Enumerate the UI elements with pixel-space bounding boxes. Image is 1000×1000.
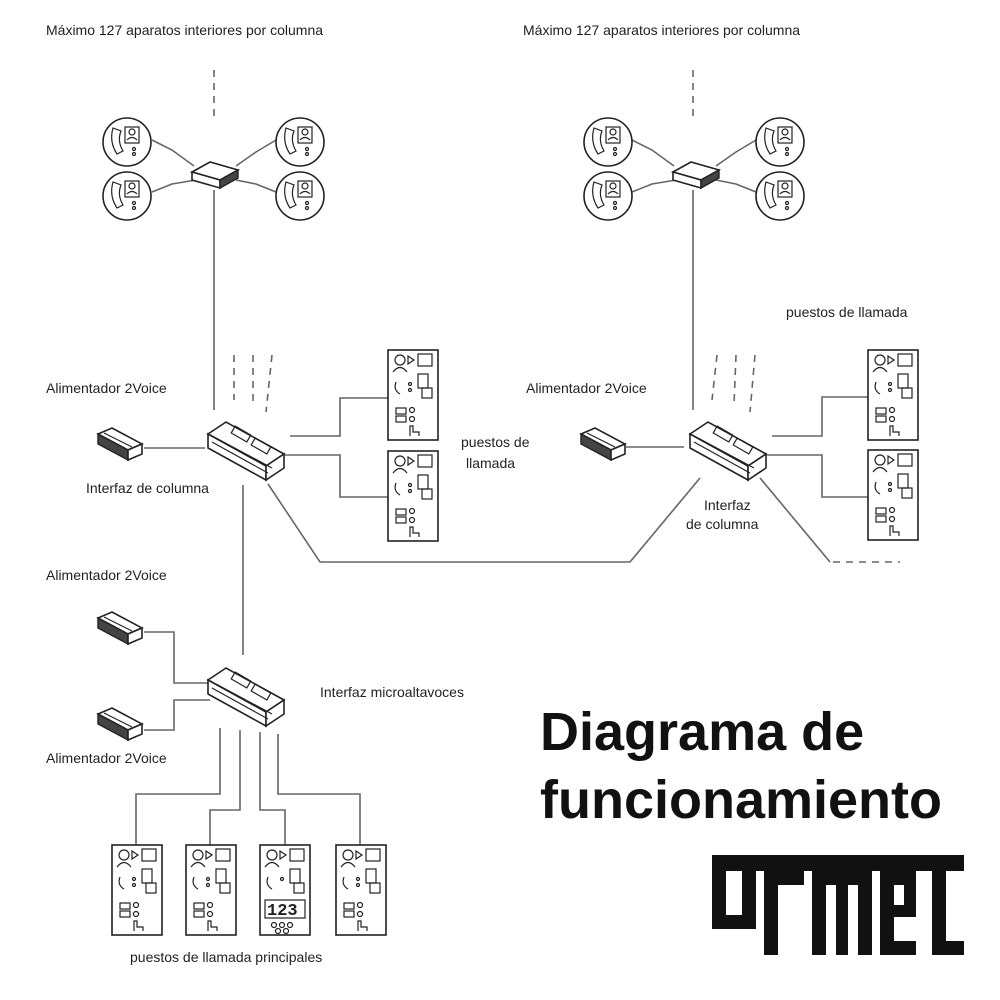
indoor-unit-handset-icon bbox=[275, 171, 325, 221]
title-line-1: Diagrama de bbox=[540, 702, 865, 762]
main-call-station-keypad-icon bbox=[259, 844, 311, 936]
label-max-right: Máximo 127 aparatos interiores por colum… bbox=[523, 22, 800, 38]
distributor-box-icon bbox=[191, 161, 239, 189]
indoor-unit-handset-icon bbox=[755, 171, 805, 221]
power-supply-icon bbox=[97, 611, 143, 645]
label-puestos-right: puestos de llamada bbox=[786, 304, 908, 320]
main-call-station-icon bbox=[335, 844, 387, 936]
wiring bbox=[135, 70, 900, 845]
call-station-panel-icon bbox=[867, 349, 919, 441]
column-interface-icon bbox=[207, 421, 285, 481]
indoor-unit-handset-icon bbox=[102, 171, 152, 221]
call-station-panel-icon bbox=[387, 450, 439, 542]
call-station-panel-icon bbox=[387, 349, 439, 441]
main-call-station-icon bbox=[185, 844, 237, 936]
column-interface-icon bbox=[689, 421, 767, 481]
microspeaker-interface-icon bbox=[207, 667, 285, 727]
indoor-unit-handset-icon bbox=[583, 117, 633, 167]
urmet-logo-icon: urmet bbox=[712, 855, 964, 955]
title-line-2: funcionamiento bbox=[540, 770, 942, 830]
indoor-unit-handset-icon bbox=[755, 117, 805, 167]
power-supply-icon bbox=[97, 427, 143, 461]
label-puestos-principales: puestos de llamada principales bbox=[130, 949, 322, 965]
label-alimentador-bottom-low: Alimentador 2Voice bbox=[46, 750, 167, 766]
main-call-station-icon bbox=[111, 844, 163, 936]
indoor-unit-handset-icon bbox=[583, 171, 633, 221]
call-station-panel-icon bbox=[867, 449, 919, 541]
label-alimentador-left: Alimentador 2Voice bbox=[46, 380, 167, 396]
diagram-title: Diagrama de funcionamiento bbox=[540, 698, 990, 834]
label-max-left: Máximo 127 aparatos interiores por colum… bbox=[46, 22, 323, 38]
label-interfaz-microaltavoces: Interfaz microaltavoces bbox=[320, 684, 464, 700]
indoor-unit-handset-icon bbox=[102, 117, 152, 167]
label-interfaz-right-line1: Interfaz bbox=[704, 497, 751, 513]
label-interfaz-columna-left: Interfaz de columna bbox=[86, 480, 209, 496]
distributor-box-icon bbox=[672, 161, 720, 189]
label-alimentador-bottom-top: Alimentador 2Voice bbox=[46, 567, 167, 583]
indoor-unit-handset-icon bbox=[275, 117, 325, 167]
label-interfaz-right-line2: de columna bbox=[686, 516, 759, 532]
label-alimentador-right: Alimentador 2Voice bbox=[526, 380, 647, 396]
label-puestos-mid-line2: llamada bbox=[466, 455, 515, 471]
power-supply-icon bbox=[580, 427, 626, 461]
power-supply-icon bbox=[97, 707, 143, 741]
label-puestos-mid-line1: puestos de bbox=[461, 434, 530, 450]
panel-display-digits: 123 bbox=[267, 902, 298, 921]
